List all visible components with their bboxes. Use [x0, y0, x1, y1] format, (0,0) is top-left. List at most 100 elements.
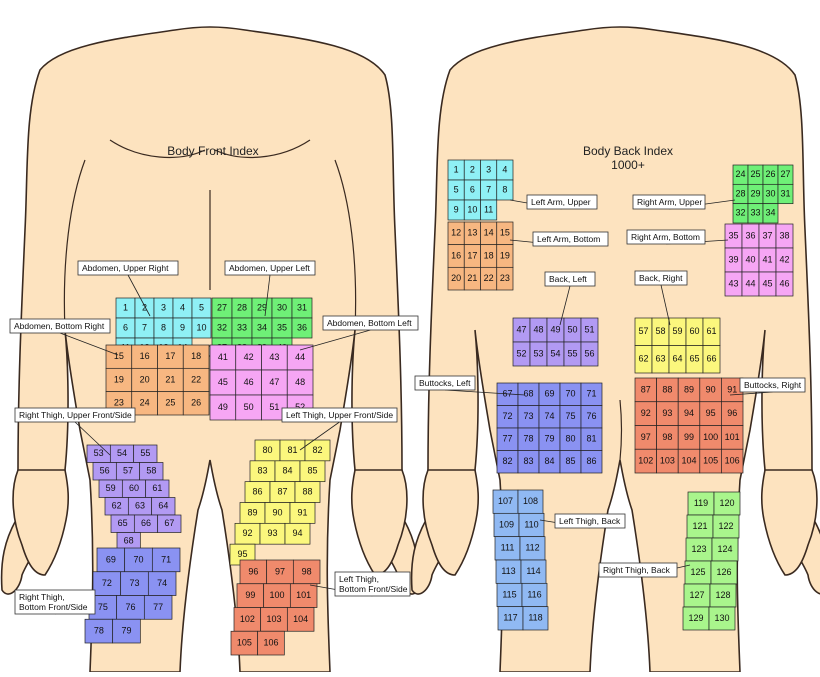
region-cell[interactable]: [775, 271, 794, 297]
region-cell-number: 93: [267, 528, 277, 538]
region-cell-number: 3: [161, 302, 166, 312]
region-cell-number: 59: [672, 326, 682, 336]
region-cell-number: 33: [237, 322, 247, 332]
region-cell-number: 54: [550, 348, 560, 358]
callout-label: Right Thigh, Back: [603, 565, 671, 575]
chest-line-right: [109, 139, 206, 158]
region-cell-number: 105: [703, 456, 718, 466]
region-cell[interactable]: [182, 391, 210, 416]
region-cell[interactable]: [291, 317, 313, 339]
region-cell-number: 22: [191, 374, 201, 384]
region-cell-number: 44: [745, 278, 755, 288]
back-right-hand: [422, 469, 480, 576]
region-cell[interactable]: [257, 630, 285, 656]
region-cell[interactable]: [209, 394, 237, 421]
callout-box: [634, 270, 688, 286]
region-cell[interactable]: [191, 317, 212, 339]
region-cell-number: 20: [140, 374, 150, 384]
callout-abdomen-upper-left: Abdomen, Upper Left: [224, 260, 316, 317]
region-cell-number: 98: [302, 566, 312, 576]
region-cell-number: 42: [779, 254, 789, 264]
callout-label: Back, Right: [639, 273, 683, 283]
region-cell-number: 49: [550, 324, 560, 334]
region-cell[interactable]: [580, 450, 603, 474]
region-cell[interactable]: [284, 522, 311, 545]
region-cell[interactable]: [235, 394, 262, 421]
region-cell-number: 55: [140, 448, 150, 458]
region-cell-number: 36: [297, 322, 307, 332]
region-cell-number: 3: [486, 164, 491, 174]
region-cell-number: 103: [266, 614, 281, 624]
region-cell-number: 78: [94, 626, 104, 636]
region-cell-number: 7: [142, 322, 147, 332]
region-cell-number: 27: [217, 302, 227, 312]
region-cell-number: 74: [157, 578, 167, 588]
callout-right-arm-bottom: Right Arm, Bottom: [626, 229, 729, 245]
region-cell-number: 8: [502, 184, 507, 194]
region-cell-number: 32: [217, 322, 227, 332]
region-cell[interactable]: [496, 179, 514, 201]
region-cell-number: 9: [180, 322, 185, 332]
region-cell-number: 122: [718, 521, 733, 531]
region-cell[interactable]: [112, 618, 141, 644]
region-cell[interactable]: [157, 514, 182, 533]
region-cell-number: 24: [140, 398, 150, 408]
region-cell[interactable]: [762, 203, 779, 224]
region-cell-number: 63: [135, 501, 145, 511]
region-cell[interactable]: [580, 341, 599, 367]
region-cell-number: 71: [586, 389, 596, 399]
region-cell[interactable]: [286, 607, 315, 632]
region-cell-number: 85: [565, 456, 575, 466]
region-cell-number: 31: [297, 302, 307, 312]
region-cell[interactable]: [261, 344, 288, 371]
region-cell[interactable]: [708, 606, 736, 631]
region-cell[interactable]: [522, 606, 549, 631]
region-cell[interactable]: [721, 448, 744, 474]
region-cell-number: 90: [706, 384, 716, 394]
region-cell[interactable]: [209, 344, 237, 371]
region-cell-number: 14: [484, 228, 494, 238]
callout-leader-line: [299, 329, 371, 351]
region-cell-number: 70: [133, 554, 143, 564]
region-cell-number: 98: [662, 432, 672, 442]
callout-box: [14, 589, 96, 615]
region-cell-number: 110: [524, 519, 538, 529]
region-cell-number: 81: [287, 445, 297, 455]
region-cell-number: 28: [237, 302, 247, 312]
region-cell[interactable]: [209, 369, 237, 396]
region-cell[interactable]: [143, 595, 173, 620]
region-cell-number: 48: [533, 324, 543, 334]
region-cell[interactable]: [702, 345, 721, 374]
region-cell[interactable]: [286, 344, 314, 371]
callout-label: Right Arm, Bottom: [631, 232, 700, 242]
callout-box: [544, 271, 596, 287]
region-cell[interactable]: [480, 199, 498, 221]
region-cell-number: 92: [641, 408, 651, 418]
region-cell-number: 66: [141, 518, 151, 528]
region-cell[interactable]: [496, 266, 514, 291]
region-cell-number: 88: [302, 486, 312, 496]
region-cell-number: 18: [191, 351, 201, 361]
region-cell-number: 20: [451, 273, 461, 283]
region-cell-number: 74: [544, 411, 554, 421]
callout-label: Buttocks, Left: [419, 378, 471, 388]
region-cell-number: 23: [500, 273, 510, 283]
region-cell-number: 59: [106, 483, 116, 493]
region-cell-number: 99: [245, 590, 255, 600]
region-cell[interactable]: [777, 183, 794, 205]
region-cell-number: 116: [527, 589, 541, 599]
region-cell[interactable]: [235, 344, 262, 371]
callout-box: [739, 377, 806, 393]
region-cell-number: 64: [158, 501, 168, 511]
callout-box: [532, 231, 609, 247]
region-cell-number: 52: [516, 348, 526, 358]
region-cell-number: 109: [499, 519, 514, 529]
callout-box: [598, 562, 678, 578]
region-cell-number: 45: [218, 377, 228, 387]
